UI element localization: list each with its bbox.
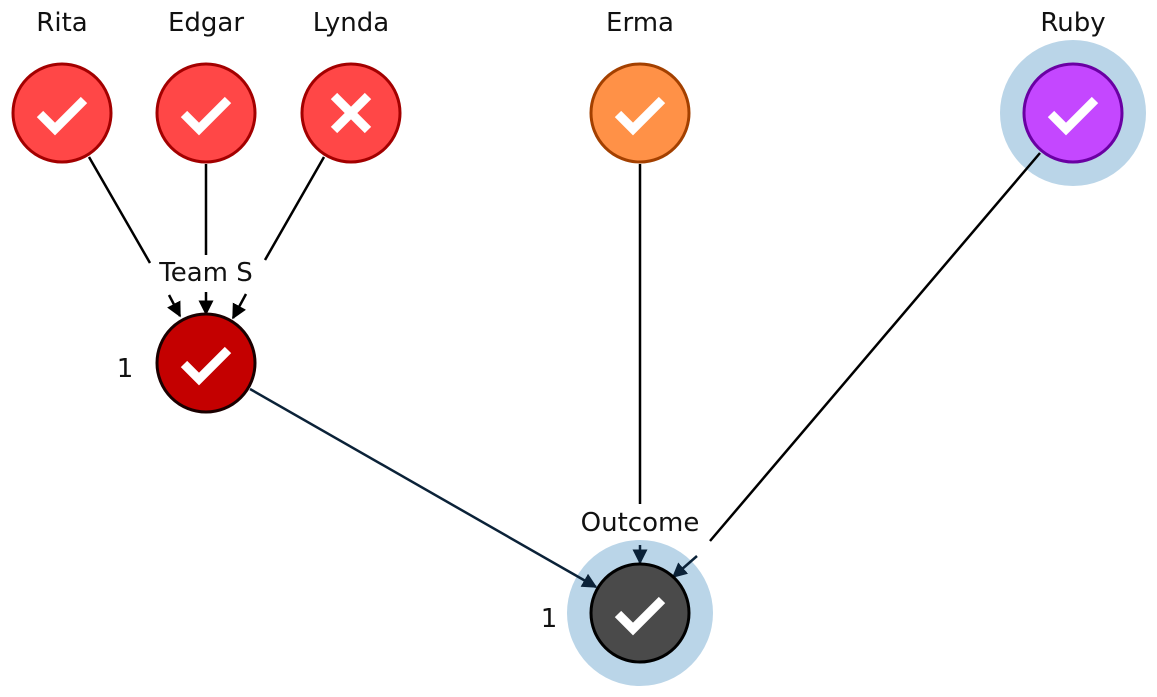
- node-count-team-s: 1: [117, 354, 134, 384]
- edge-lynda-team-s: [233, 156, 326, 318]
- node-circle-rita: [11, 62, 113, 164]
- check-icon: [614, 96, 666, 136]
- edge-rita-team-s: [87, 156, 180, 316]
- node-circle-edgar: [155, 62, 257, 164]
- node-rita[interactable]: [11, 62, 113, 164]
- check-icon: [180, 346, 232, 386]
- node-label-erma: Erma: [606, 8, 674, 38]
- node-circle-team-s: [155, 312, 257, 414]
- node-team-s[interactable]: [155, 312, 257, 414]
- node-lynda[interactable]: [300, 62, 402, 164]
- check-icon: [180, 96, 232, 136]
- node-circle-outcome: [589, 562, 691, 664]
- edge-team-s-outcome: [249, 387, 598, 589]
- node-label-team-s: Team S: [158, 258, 253, 288]
- node-label-edgar: Edgar: [168, 8, 244, 38]
- node-label-ruby: Ruby: [1040, 8, 1105, 38]
- node-outcome[interactable]: [589, 562, 691, 664]
- node-label-outcome: Outcome: [581, 508, 700, 538]
- check-icon: [36, 96, 88, 136]
- edge-ruby-outcome: [709, 152, 1041, 542]
- node-ruby[interactable]: [1022, 62, 1124, 164]
- node-label-rita: Rita: [36, 8, 87, 38]
- node-edgar[interactable]: [155, 62, 257, 164]
- check-icon: [1047, 96, 1099, 136]
- node-label-lynda: Lynda: [313, 8, 389, 38]
- node-circle-erma: [589, 62, 691, 164]
- check-icon: [614, 596, 666, 636]
- cross-icon: [330, 92, 372, 134]
- edge-ruby-outcome-arrow: [671, 555, 698, 578]
- node-count-outcome: 1: [541, 604, 558, 634]
- node-erma[interactable]: [589, 62, 691, 164]
- node-circle-ruby: [1022, 62, 1124, 164]
